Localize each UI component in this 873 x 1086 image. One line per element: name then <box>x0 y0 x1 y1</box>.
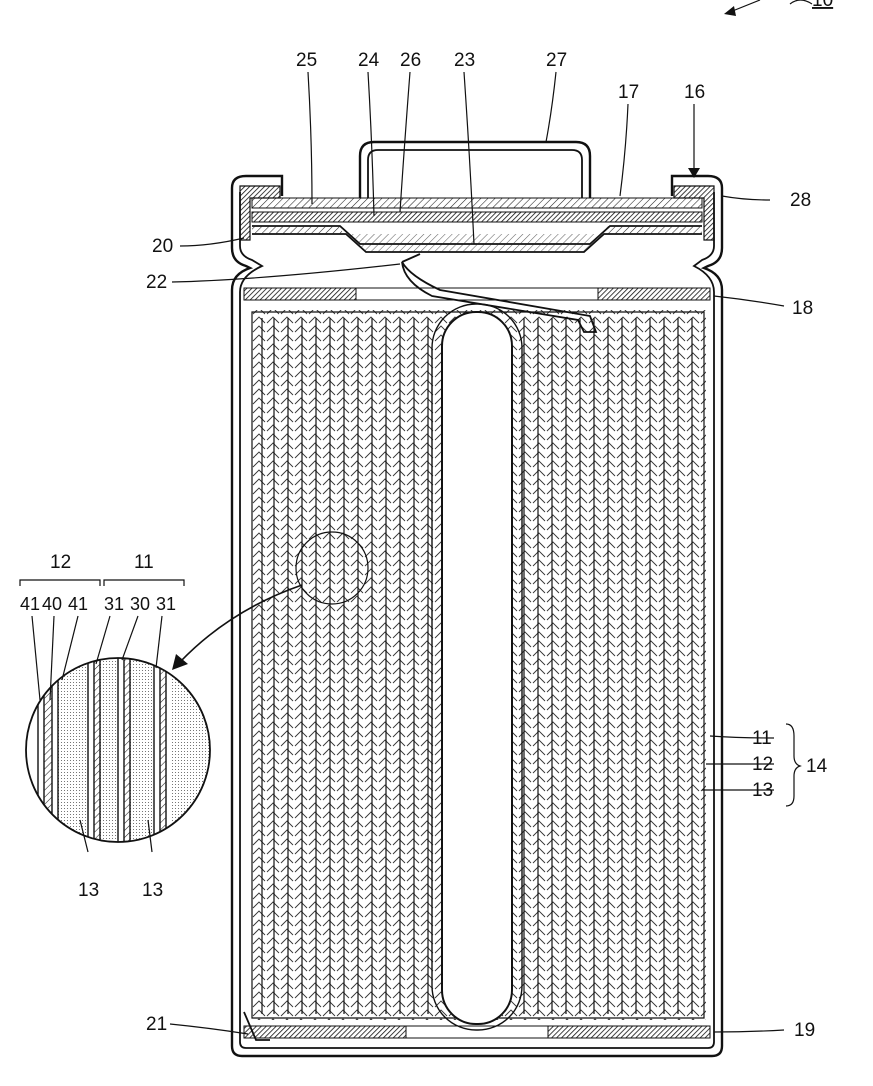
label-21: 21 <box>146 1014 167 1035</box>
inset-label-31a: 31 <box>104 594 124 614</box>
lower-insulating-plate <box>244 1026 710 1038</box>
electrode-body <box>252 304 706 1030</box>
figure-number: 10 <box>812 0 833 11</box>
label-11: 11 <box>752 728 772 749</box>
label-28: 28 <box>790 190 811 211</box>
winding-core <box>442 312 512 1024</box>
inset-label-40: 40 <box>42 594 62 614</box>
inset-group-12: 12 <box>50 552 71 573</box>
label-18: 18 <box>792 298 813 319</box>
inset-group-11: 11 <box>134 552 154 573</box>
label-25: 25 <box>296 50 317 71</box>
label-16: 16 <box>684 82 705 103</box>
label-27: 27 <box>546 50 567 71</box>
sealing-assembly <box>252 198 702 252</box>
label-12: 12 <box>752 754 773 775</box>
inset-label-30: 30 <box>130 594 150 614</box>
inset-label-41a: 41 <box>20 594 40 614</box>
positive-cap <box>360 142 590 198</box>
inset-label-13a: 13 <box>78 880 99 901</box>
label-13: 13 <box>752 780 773 801</box>
label-23: 23 <box>454 50 475 71</box>
label-24: 24 <box>358 50 380 71</box>
inset-label-41b: 41 <box>68 594 88 614</box>
label-26: 26 <box>400 50 421 71</box>
upper-insulating-plate <box>244 288 710 300</box>
label-14: 14 <box>806 756 828 777</box>
label-22: 22 <box>146 272 167 293</box>
brace-14 <box>786 724 800 806</box>
label-17: 17 <box>618 82 639 103</box>
label-20: 20 <box>152 236 173 257</box>
inset-label-13b: 13 <box>142 880 163 901</box>
inset-label-31b: 31 <box>156 594 176 614</box>
label-19: 19 <box>794 1020 815 1041</box>
